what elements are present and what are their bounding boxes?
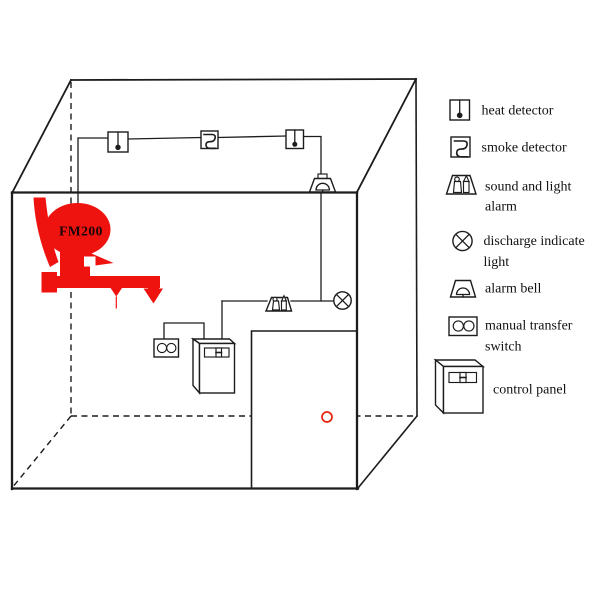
nozzle-arrow-right [143,288,163,304]
legend-label: sound and light [485,180,571,195]
pipe-right-bend [148,284,159,290]
room-top-right-edge [355,77,418,194]
legend-label: discharge indicate [484,234,585,249]
legend-label-line2: light [484,255,510,270]
legend-item-control-panel: control panel [433,358,567,415]
sound-and-light-alarm-icon [445,174,477,195]
tank-sphere [44,203,111,256]
devices [107,129,352,423]
legend-label: smoke detector [482,141,567,156]
legend-label: manual transfer [485,319,573,334]
discharge-indicate-light-icon [333,291,352,310]
wire-detector1-to-smoke [127,136,202,140]
discharge-indicate-light-icon [452,230,473,252]
control-panel-icon [190,337,237,395]
legend-label-line2: alarm [485,200,517,215]
legend-item-manual-transfer-switch: manual transfer switch [448,316,573,355]
fm200-tank-assembly: FM200 [33,197,163,309]
wire-detector2-to-bell [302,135,322,175]
sound-and-light-alarm-icon [264,294,293,312]
legend-label: alarm bell [485,282,541,297]
door-indicator-light [321,411,333,423]
legend-item-sound-and-light-alarm: sound and light alarm [445,174,571,215]
room-back-right-edge [415,78,418,417]
door-edge [250,330,358,489]
control-panel-icon [433,358,485,415]
tank-label: FM200 [59,224,103,239]
discharge-pipe [42,276,160,288]
smoke-detector-icon [450,136,471,158]
heat-detector-icon [449,99,471,121]
nozzle-arrow-mid [109,286,123,297]
legend-label: control panel [493,383,567,398]
room-outline [10,77,419,491]
legend-label: heat detector [482,104,554,119]
legend-item-alarm-bell: alarm bell [449,279,541,298]
legend-item-discharge-indicate-light: discharge indicate light [452,230,585,270]
tank-valve-notch [84,256,96,267]
room-top-left-edge [10,78,73,195]
smoke-detector-icon [200,130,219,150]
legend-item-smoke-detector: smoke detector [450,136,567,158]
wire-switch-to-panel [163,322,205,341]
manual-transfer-switch-icon [448,316,478,337]
manual-transfer-switch-icon [153,338,180,358]
door-panel [250,330,358,489]
alarm-bell-icon [308,173,337,193]
wire-tank-to-detectors [77,137,109,204]
room-back-top-edge [70,78,417,81]
door-face [251,331,357,488]
legend-item-heat-detector: heat detector [449,99,554,121]
room-floor-right-edge [356,414,419,490]
heat-detector-icon [285,129,305,150]
wire-smoke-to-detector2 [217,135,287,139]
wiring [77,135,336,345]
heat-detector-icon [107,131,129,153]
legend-label-line2: switch [485,340,522,355]
room-hidden-floor-left-edge [11,415,72,489]
alarm-bell-icon [449,279,477,298]
legend: heat detector smoke detector sound and l… [433,99,585,415]
